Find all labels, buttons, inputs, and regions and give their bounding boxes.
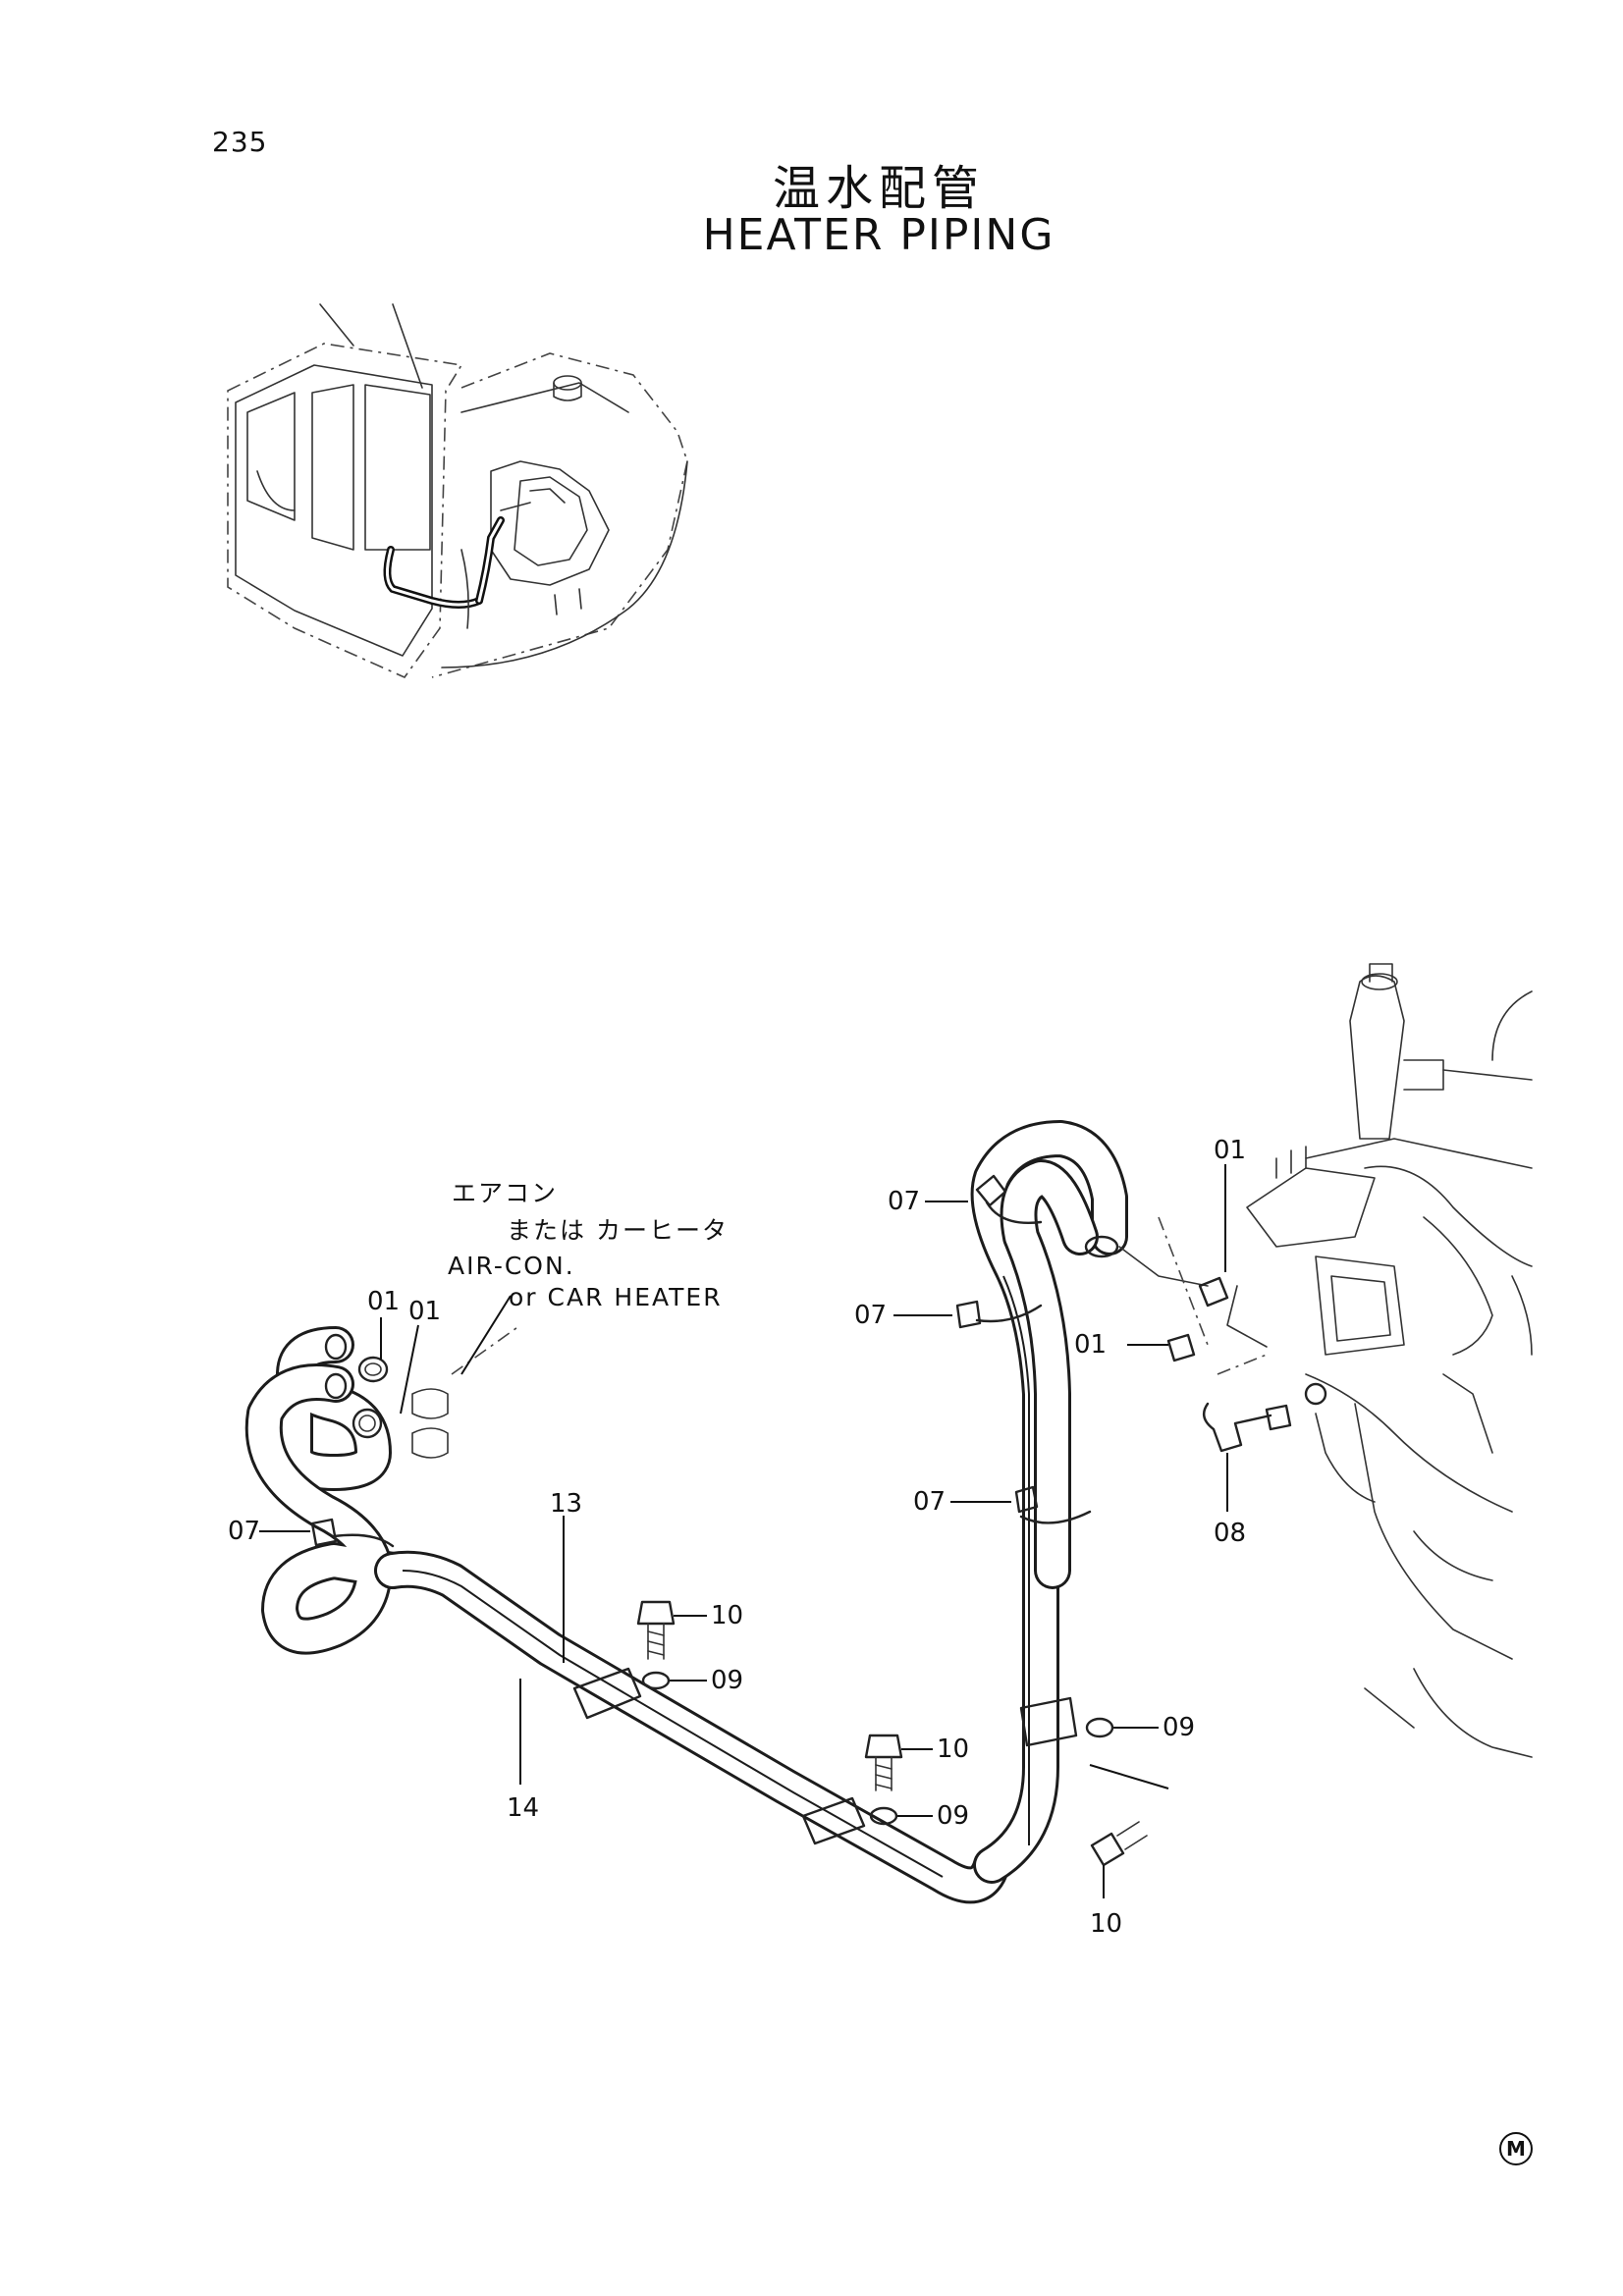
callout-01: 01 xyxy=(408,1297,441,1326)
air-con-note: エアコン または カーヒータ AIR-CON. or CAR HEATER xyxy=(448,1179,729,1311)
callout-07: 07 xyxy=(913,1487,946,1517)
excavator-overview-illustration xyxy=(227,303,688,678)
callout-10: 10 xyxy=(1090,1909,1122,1939)
callout-09: 09 xyxy=(937,1801,969,1831)
callout-09: 09 xyxy=(1163,1713,1195,1742)
callout-07: 07 xyxy=(854,1301,887,1330)
callout-01: 01 xyxy=(367,1287,400,1316)
page-title-japanese: 温水配管 xyxy=(772,161,985,216)
callout-09: 09 xyxy=(711,1666,743,1695)
note-line-carheater: or CAR HEATER xyxy=(509,1283,723,1311)
callout-07: 07 xyxy=(888,1187,920,1216)
callout-labels: 01 01 01 01 07 07 07 07 08 09 09 09 10 1… xyxy=(228,1136,1246,1939)
callout-01: 01 xyxy=(1214,1136,1246,1165)
callout-14: 14 xyxy=(507,1793,539,1823)
page-number: 235 xyxy=(212,126,268,158)
note-line-aircon: AIR-CON. xyxy=(448,1252,575,1280)
page-title: HEATER PIPING xyxy=(702,210,1055,260)
callout-01: 01 xyxy=(1074,1330,1107,1360)
callout-10: 10 xyxy=(711,1601,743,1630)
callout-10: 10 xyxy=(937,1735,969,1764)
engine-sketch xyxy=(1226,963,1533,1758)
callout-08: 08 xyxy=(1214,1519,1246,1548)
note-line-jp-aircon: エアコン xyxy=(452,1179,558,1207)
callout-13: 13 xyxy=(550,1489,582,1519)
leader-lines xyxy=(259,1164,1228,1898)
heater-hoses xyxy=(244,1120,1268,1904)
manufacturer-mark: M xyxy=(1499,2132,1533,2165)
callout-07: 07 xyxy=(228,1517,260,1546)
hardware-parts xyxy=(310,1174,1327,1867)
note-line-jp-carheater: または カーヒータ xyxy=(507,1216,729,1245)
